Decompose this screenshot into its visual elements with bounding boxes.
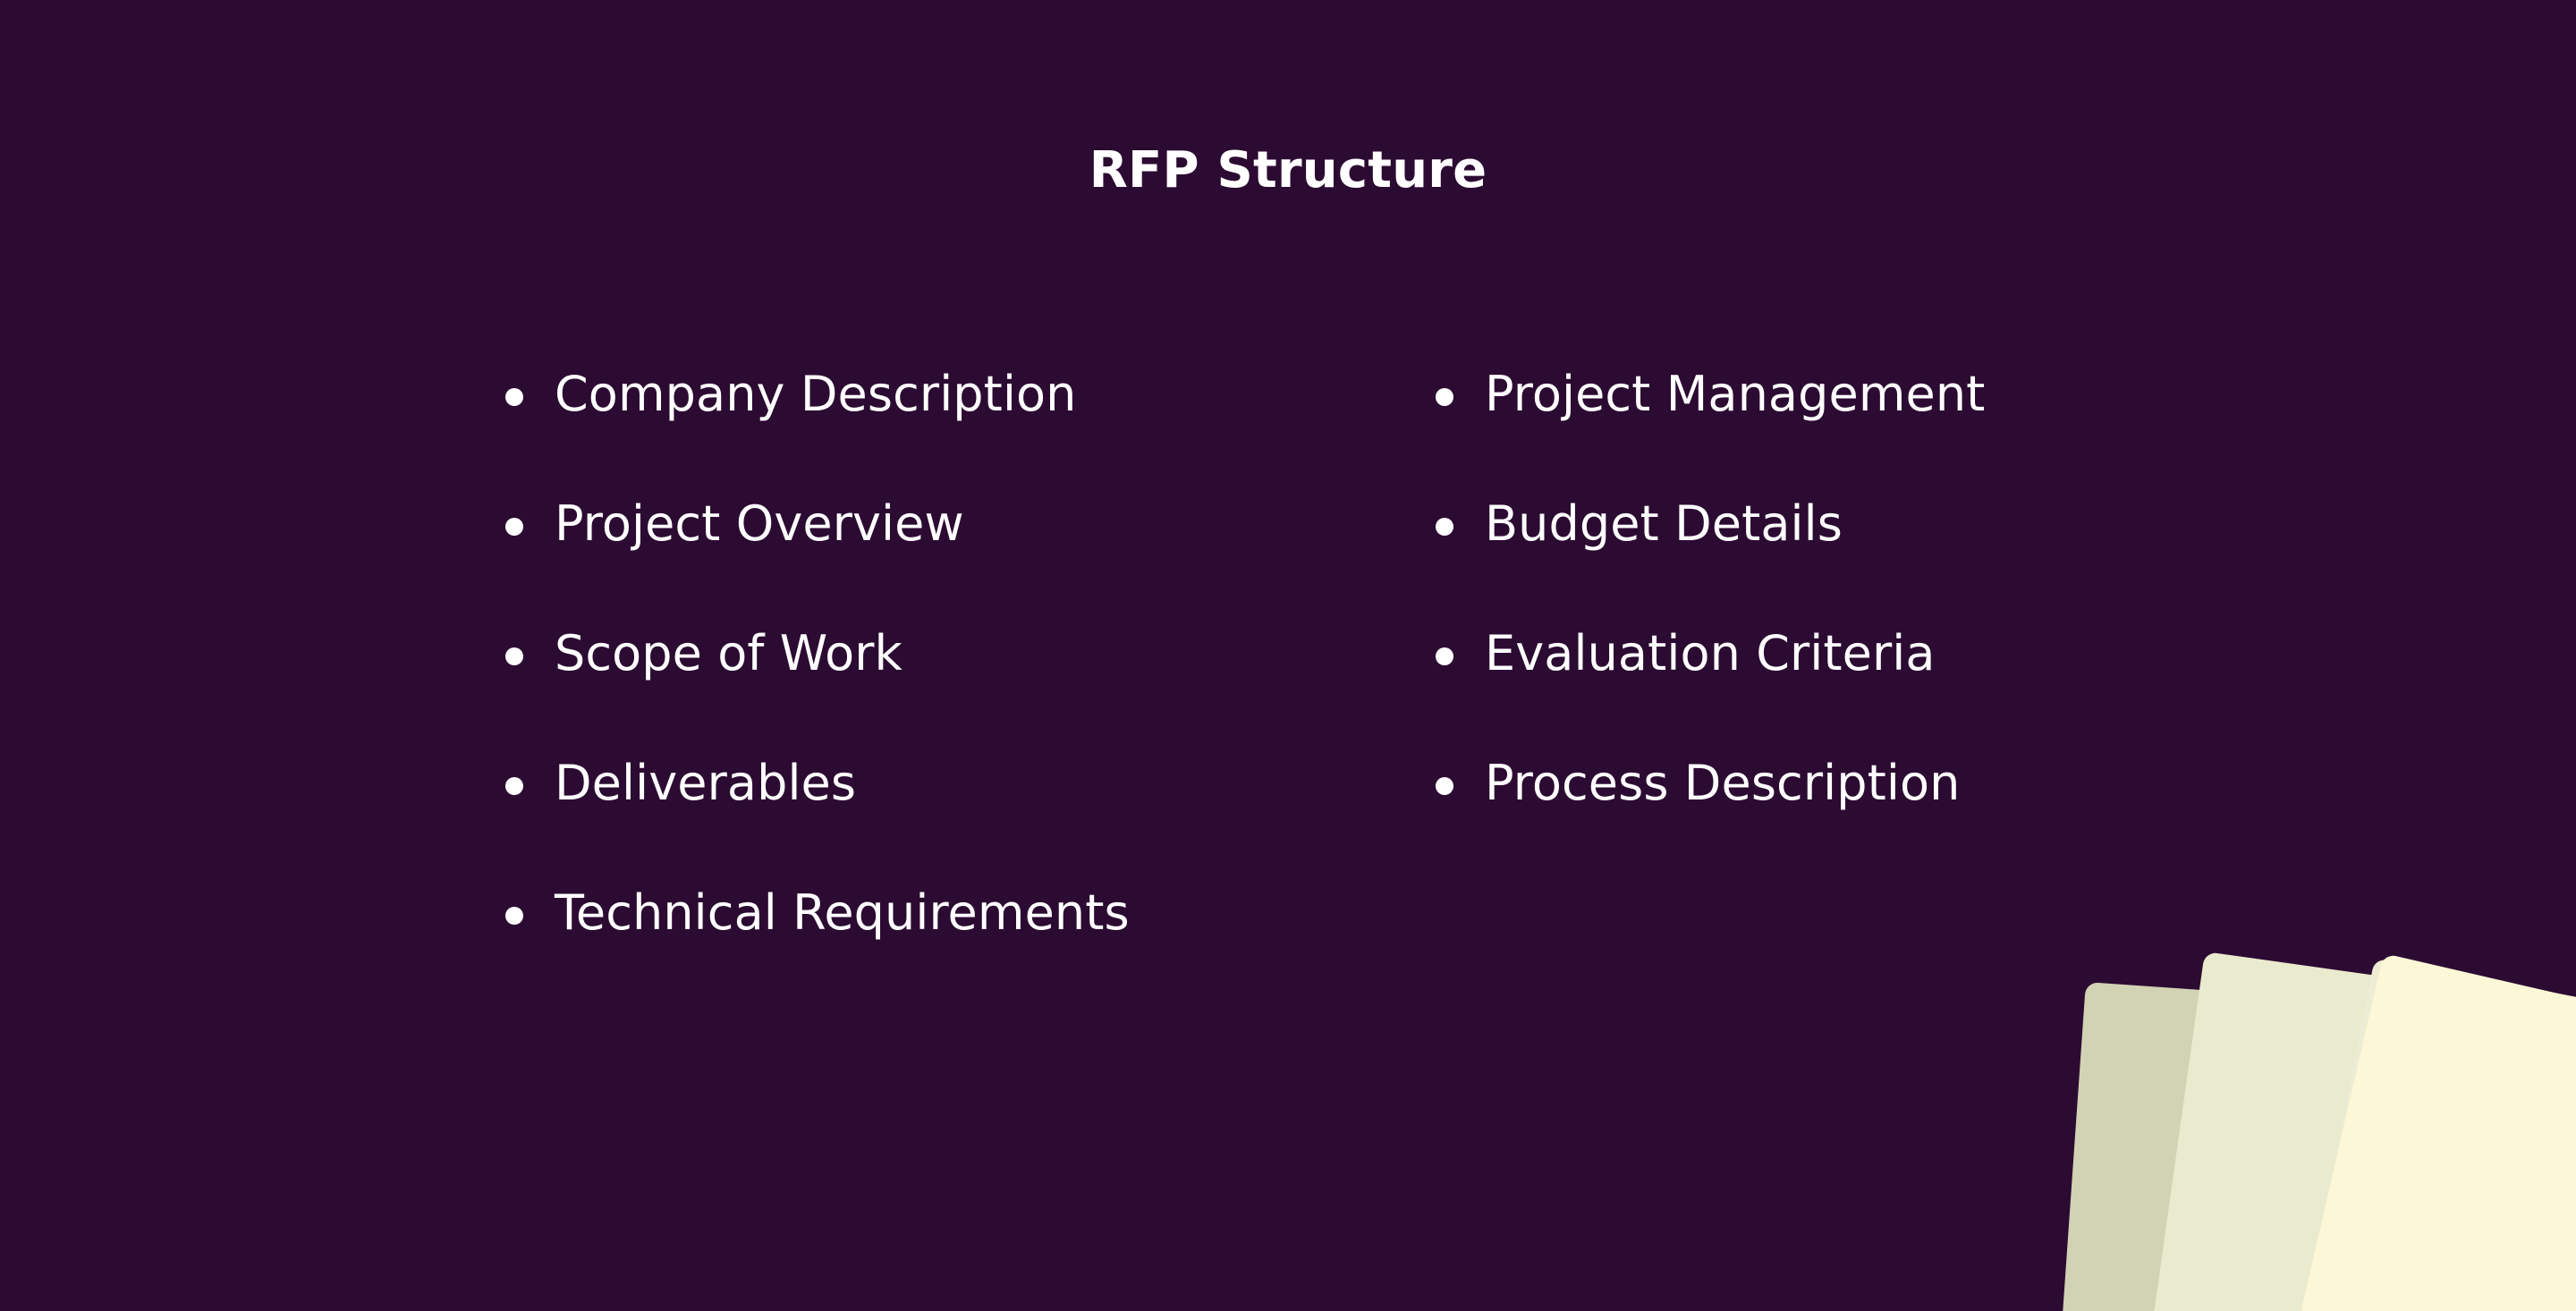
list-item[interactable]: Budget Details	[1436, 496, 1985, 626]
bullet-dot-icon	[1436, 388, 1453, 406]
list-item[interactable]: Company Description	[505, 367, 1130, 496]
list-item[interactable]: Deliverables	[505, 756, 1130, 885]
list-item-label: Company Description	[555, 366, 1077, 422]
list-item-label: Project Overview	[555, 495, 964, 552]
bullet-dot-icon	[505, 777, 523, 795]
bullet-dot-icon	[505, 518, 523, 536]
list-item[interactable]: Project Overview	[505, 496, 1130, 626]
list-item[interactable]: Process Description	[1436, 756, 1985, 885]
bullet-dot-icon	[505, 907, 523, 925]
list-item[interactable]: Project Management	[1436, 367, 1985, 496]
list-item-label: Deliverables	[555, 755, 857, 811]
bullet-dot-icon	[1436, 647, 1453, 665]
bullet-dot-icon	[505, 388, 523, 406]
list-item-label: Scope of Work	[555, 625, 902, 681]
list-item-label: Evaluation Criteria	[1485, 625, 1936, 681]
bullet-column-left: Company Description Project Overview Sco…	[505, 367, 1130, 1015]
bullet-dot-icon	[1436, 777, 1453, 795]
list-item-label: Process Description	[1485, 755, 1961, 811]
bullet-dot-icon	[505, 647, 523, 665]
list-item-label: Technical Requirements	[555, 884, 1130, 941]
list-item[interactable]: Scope of Work	[505, 626, 1130, 756]
bullet-column-right: Project Management Budget Details Evalua…	[1436, 367, 1985, 885]
list-item-label: Project Management	[1485, 366, 1986, 422]
page-title: RFP Structure	[1089, 141, 1487, 199]
bullet-dot-icon	[1436, 518, 1453, 536]
list-item[interactable]: Technical Requirements	[505, 885, 1130, 1015]
list-item-label: Budget Details	[1485, 495, 1843, 552]
list-item[interactable]: Evaluation Criteria	[1436, 626, 1985, 756]
